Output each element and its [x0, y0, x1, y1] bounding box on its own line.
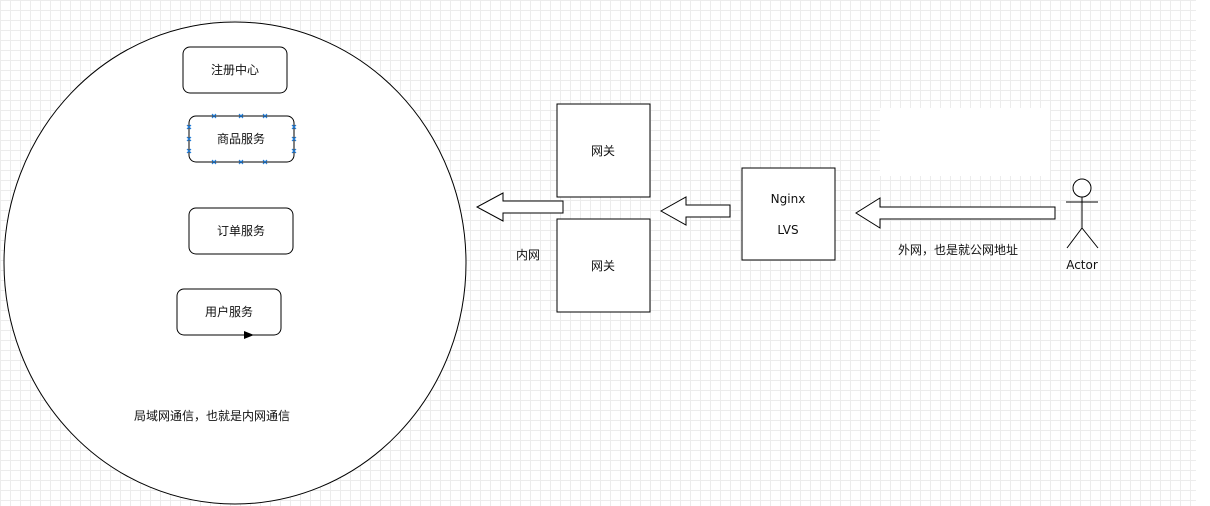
selection-handles[interactable]: [186, 113, 297, 165]
arrowhead-icon: [244, 331, 254, 339]
order-service-box[interactable]: 订单服务: [188, 207, 294, 255]
svg-text:网关: 网关: [591, 259, 615, 273]
actor-icon[interactable]: [1066, 178, 1099, 249]
svg-text:用户服务: 用户服务: [205, 304, 253, 319]
nginx-lvs-box[interactable]: Nginx LVS: [741, 167, 836, 261]
service-registry-box[interactable]: 注册中心: [182, 46, 288, 94]
actor-label: Actor: [1066, 258, 1098, 272]
svg-text:订单服务: 订单服务: [217, 223, 265, 238]
arrow-to-lan[interactable]: [475, 192, 564, 222]
svg-text:商品服务: 商品服务: [217, 131, 265, 146]
arrow-to-gateway[interactable]: [659, 196, 731, 226]
lan-caption: 局域网通信，也就是内网通信: [134, 409, 290, 423]
user-service-box[interactable]: 用户服务: [176, 288, 282, 339]
svg-text:LVS: LVS: [777, 223, 798, 237]
svg-text:网关: 网关: [591, 144, 615, 158]
lan-circle[interactable]: [3, 21, 467, 505]
gateway-box-2[interactable]: 网关: [556, 218, 651, 313]
intranet-label: 内网: [516, 248, 540, 262]
gateway-box-1[interactable]: 网关: [556, 103, 651, 198]
svg-text:Nginx: Nginx: [771, 192, 806, 206]
svg-text:注册中心: 注册中心: [211, 62, 259, 77]
internet-label: 外网，也是就公网地址: [898, 243, 1018, 257]
blank-area: [880, 108, 1050, 176]
product-service-box[interactable]: 商品服务: [186, 113, 297, 165]
arrow-to-nginx[interactable]: [855, 197, 1056, 229]
